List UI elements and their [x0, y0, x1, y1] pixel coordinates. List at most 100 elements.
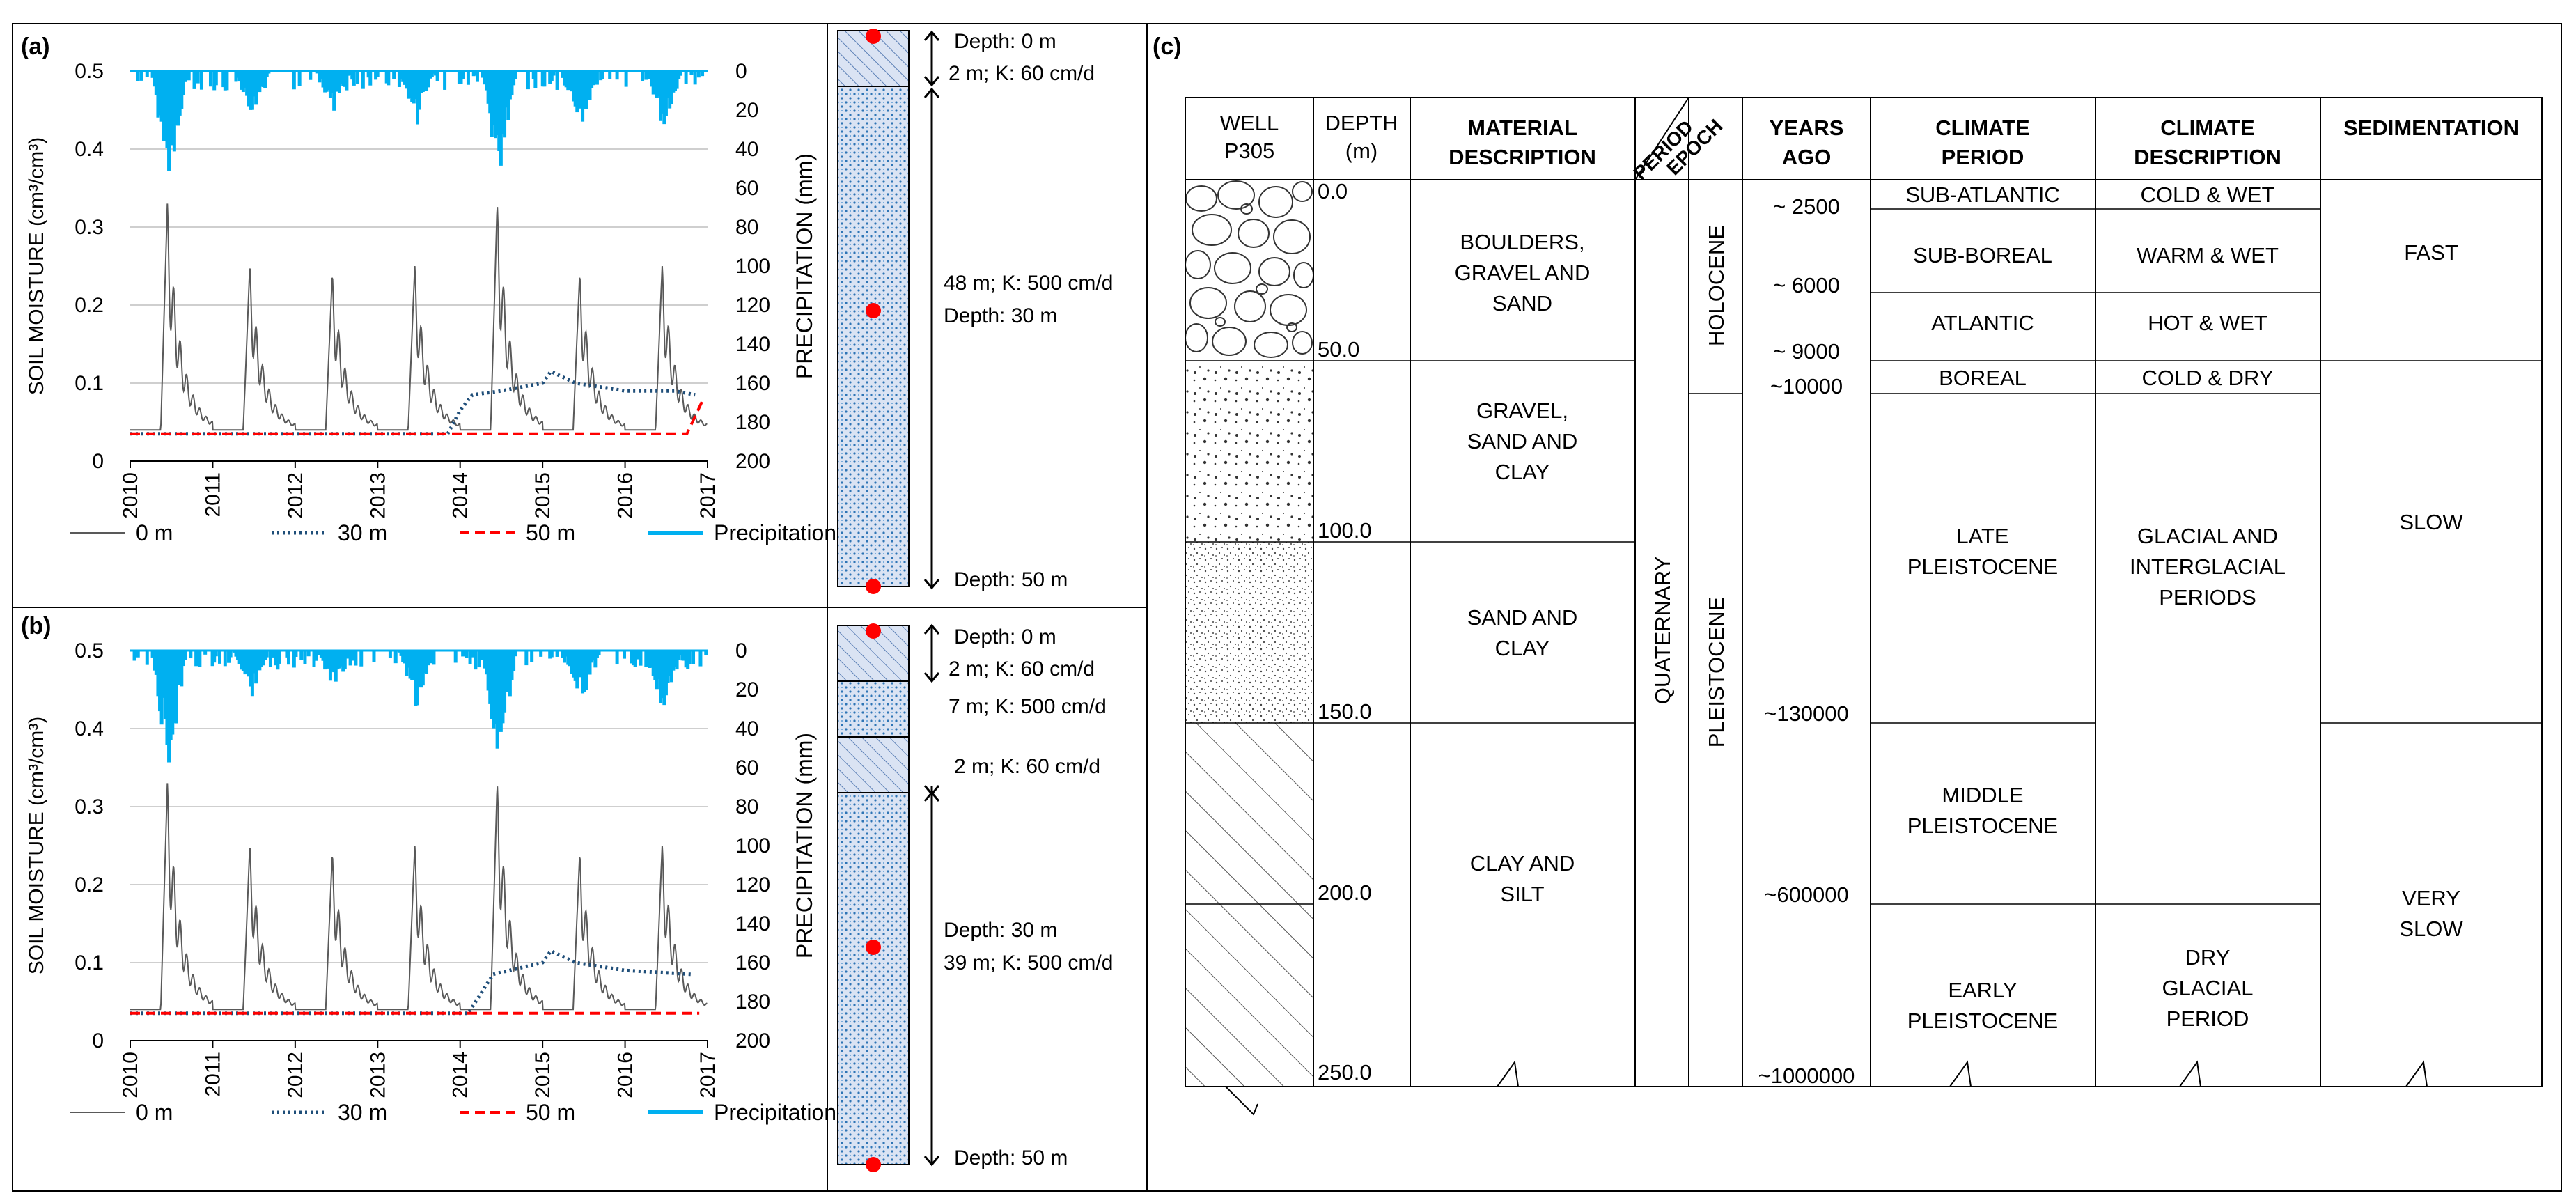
precipitation-bar: [499, 651, 503, 732]
precipitation-bar: [633, 651, 637, 667]
precipitation-bar: [303, 651, 307, 664]
soil-column-a: Depth: 0 m 2 m; K: 60 cm/d 48 m; K: 500 …: [837, 29, 1113, 594]
precipitation-bar: [591, 71, 595, 86]
precipitation-bar: [212, 651, 217, 663]
precipitation-bar: [163, 651, 167, 719]
precipitation-bar: [145, 651, 149, 665]
soil-label: Depth: 30 m: [944, 919, 1057, 942]
precipitation-bar: [172, 71, 176, 152]
precipitation-bar: [162, 651, 166, 698]
series-30m-line: [130, 369, 696, 436]
x-tick-label: 2013: [366, 1052, 389, 1098]
precipitation-bar: [428, 71, 432, 79]
climate-period-early-2: PLEISTOCENE: [1907, 1009, 2059, 1033]
precipitation-bar: [651, 71, 655, 95]
precipitation-bar: [608, 71, 612, 79]
precipitation-bar: [481, 651, 485, 660]
precipitation-bar: [158, 651, 162, 712]
precipitation-bar: [319, 651, 323, 658]
precipitation-bar: [354, 651, 358, 666]
precipitation-bar: [309, 71, 313, 80]
precipitation-bar: [259, 651, 263, 667]
y-tick-label: 0: [92, 1029, 104, 1052]
y-tick-label: 0: [92, 450, 104, 473]
precipitation-bar: [671, 71, 676, 93]
precipitation-bar: [657, 651, 661, 679]
precipitation-bar: [485, 651, 489, 675]
precipitation-bar: [328, 71, 332, 98]
precipitation-bar: [474, 651, 478, 670]
precipitation-bar: [259, 71, 263, 86]
precipitation-bar: [563, 71, 567, 86]
precipitation-series: [130, 649, 708, 763]
precipitation-bar: [615, 651, 619, 665]
x-tick-label: 2017: [696, 472, 719, 519]
soil-label: 7 m; K: 500 cm/d: [949, 695, 1107, 718]
precipitation-bar: [240, 651, 244, 670]
y-tick-label: 0.5: [75, 60, 104, 83]
x-tick-label: 2011: [201, 1052, 224, 1097]
precipitation-bar: [392, 71, 396, 79]
precipitation-bar: [488, 71, 492, 114]
precipitation-bar: [666, 651, 670, 683]
y2-tick-label: 40: [735, 717, 758, 740]
precipitation-bar: [356, 71, 360, 84]
x-tick-label: 2012: [284, 1052, 307, 1098]
depth-value: 50.0: [1318, 337, 1359, 361]
precipitation-bar: [330, 71, 334, 93]
precipitation-bar: [501, 71, 505, 134]
precipitation-bar: [457, 71, 461, 84]
header-sedimentation: SEDIMENTATION: [2343, 116, 2519, 140]
y2-axis-label: PRECIPITATION (mm): [792, 153, 817, 379]
precipitation-bar: [346, 71, 350, 76]
precipitation-bar: [408, 651, 412, 679]
precipitation-bar: [414, 651, 418, 706]
precipitation-bar: [176, 651, 180, 685]
precipitation-bar: [678, 651, 682, 655]
precipitation-bar: [214, 71, 218, 86]
precipitation-bar: [593, 71, 598, 84]
precipitation-bar: [564, 651, 568, 657]
precipitation-bar: [675, 71, 679, 89]
climate-desc-dry-3: PERIOD: [2167, 1006, 2249, 1031]
panel-label-c: (c): [1153, 33, 1182, 60]
sensor-marker: [866, 623, 881, 639]
climate-desc-glacial: GLACIAL AND: [2137, 524, 2278, 548]
years-value: ~ 6000: [1773, 273, 1840, 297]
climate-desc: HOT & WET: [2148, 311, 2267, 335]
precipitation-bar: [677, 651, 681, 660]
x-tick-label: 2017: [696, 1052, 719, 1098]
precipitation-series: [130, 70, 708, 171]
y2-tick-label: 40: [735, 138, 758, 161]
precipitation-bar: [228, 651, 233, 658]
depth-value: 100.0: [1318, 518, 1372, 543]
precipitation-bar: [263, 71, 267, 88]
precipitation-bar: [477, 651, 481, 668]
material-2b: SAND AND: [1467, 429, 1577, 453]
precipitation-bar: [675, 651, 679, 670]
years-value: ~1000000: [1758, 1064, 1855, 1088]
precipitation-bar: [169, 651, 173, 740]
climate-period-middle-2: PLEISTOCENE: [1907, 814, 2059, 838]
precipitation-bar: [234, 651, 238, 657]
header-years-2: AGO: [1782, 145, 1832, 169]
precipitation-bar: [533, 71, 538, 88]
x-tick-label: 2016: [614, 1052, 637, 1098]
precipitation-bar: [136, 71, 140, 81]
precipitation-bar: [297, 71, 302, 86]
precipitation-bar: [252, 71, 256, 97]
precipitation-bar: [648, 71, 652, 79]
legend-label: 30 m: [338, 520, 387, 545]
soil-label: Depth: 30 m: [944, 304, 1057, 327]
precipitation-bar: [154, 651, 158, 675]
x-tick-label: 2015: [531, 472, 554, 519]
precipitation-bar: [321, 71, 325, 88]
precipitation-bar: [471, 71, 476, 77]
precipitation-bar: [406, 651, 410, 668]
precipitation-bar: [375, 71, 380, 77]
precipitation-bar: [178, 651, 182, 682]
precipitation-bar: [595, 71, 599, 85]
precipitation-bar: [492, 651, 496, 729]
